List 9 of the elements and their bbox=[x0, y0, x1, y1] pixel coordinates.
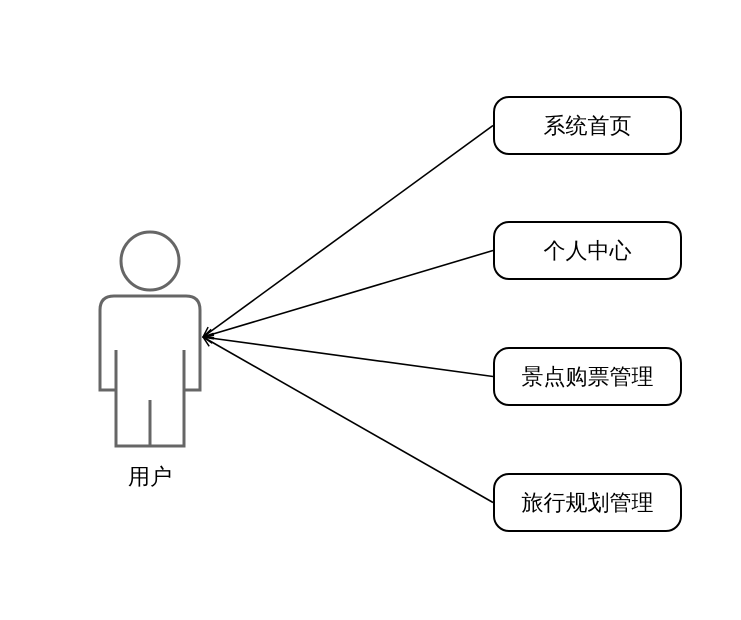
use-case-box: 个人中心 bbox=[493, 221, 682, 280]
association-line bbox=[202, 124, 494, 338]
use-case-box: 系统首页 bbox=[493, 96, 682, 155]
association-line bbox=[202, 332, 494, 378]
use-case-box: 景点购票管理 bbox=[493, 347, 682, 406]
actor-label: 用户 bbox=[127, 464, 173, 492]
use-case-box: 旅行规划管理 bbox=[493, 473, 682, 532]
association-line bbox=[202, 336, 494, 504]
association-line bbox=[202, 250, 494, 340]
